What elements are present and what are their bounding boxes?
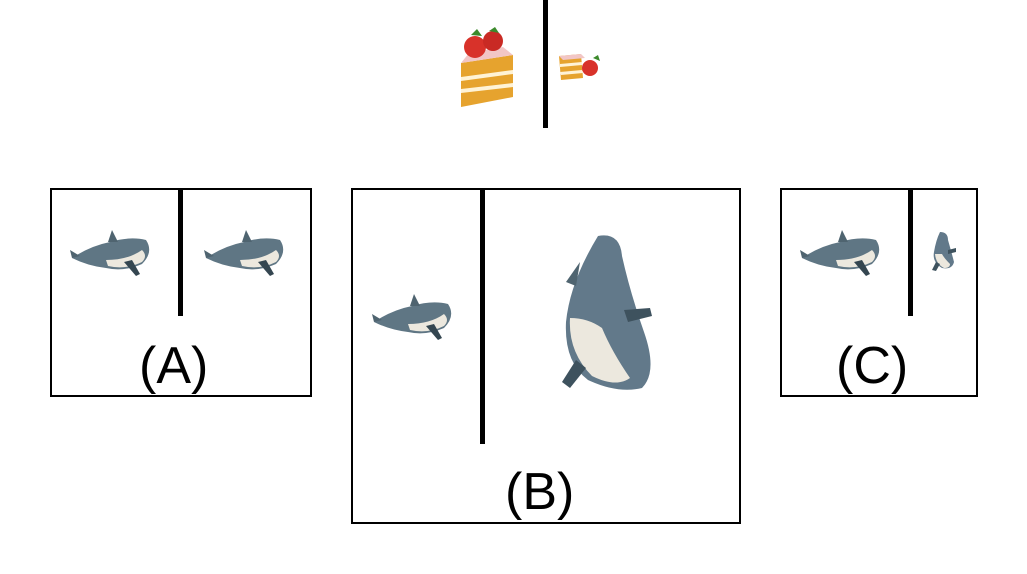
divider-line xyxy=(543,0,548,128)
cake-icon xyxy=(559,54,600,80)
option-label: (A) xyxy=(139,337,209,395)
option-label: (B) xyxy=(505,463,575,521)
shark-icon xyxy=(372,294,452,340)
shark-icon xyxy=(70,230,150,276)
cake-icon xyxy=(461,27,513,107)
option-label: (C) xyxy=(836,337,909,395)
option-b-panel[interactable] xyxy=(351,188,741,524)
shark-icon xyxy=(562,235,652,390)
shark-icon xyxy=(800,230,880,276)
divider-line xyxy=(908,188,913,316)
shark-icon xyxy=(932,232,956,271)
shark-icon xyxy=(204,230,284,276)
option-c-panel[interactable] xyxy=(780,188,978,397)
divider-line xyxy=(178,188,183,316)
divider-line xyxy=(480,188,485,444)
